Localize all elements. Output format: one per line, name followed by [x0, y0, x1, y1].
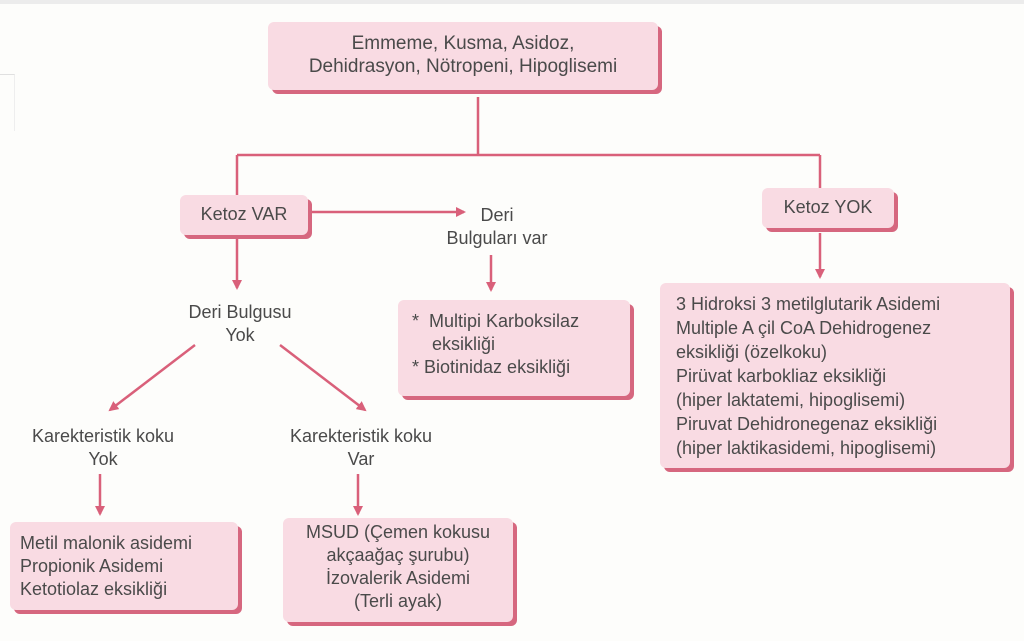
box-line: * Multipi Karboksilaz: [412, 311, 580, 331]
label-line: Yok: [225, 325, 255, 345]
box-line: İzovalerik Asidemi: [325, 568, 471, 588]
box-line: Propionik Asidemi: [20, 556, 164, 576]
box-line: MSUD (Çemen kokusu: [305, 522, 491, 542]
box-line: Ketotiolaz eksikliği: [20, 579, 168, 599]
arrow-to-koku-yok: [108, 344, 196, 412]
label-line: Deri: [480, 205, 514, 225]
box-line: (hiper laktikasidemi, hipoglisemi): [676, 438, 937, 458]
ketoz-yok-result-box: 3 Hidroksi 3 metilglutarik Asidemi Multi…: [660, 283, 1010, 468]
top-edge: [0, 0, 1024, 4]
label-line: Var: [347, 449, 375, 469]
root-line: Emmeme, Kusma, Asidoz,: [351, 33, 575, 54]
koku-yok-result-box: Metil malonik asidemi Propionik Asidemi …: [10, 522, 238, 610]
box-line: eksikliği: [412, 334, 496, 354]
box-line: eksikliği (özelkoku): [676, 342, 828, 362]
root-line: Dehidrasyon, Nötropeni, Hipoglisemi: [308, 56, 618, 77]
label-line: Deri Bulgusu: [188, 302, 292, 322]
ketoz-yok-label: Ketoz YOK: [783, 197, 873, 217]
skin-findings-box: * Multipi Karboksilaz eksikliği * Biotin…: [398, 300, 630, 396]
box-line: Metil malonik asidemi: [20, 533, 193, 553]
deri-bulgulari-var-label: Deri Bulguları var: [420, 204, 574, 250]
box-line: akçaağaç şurubu): [326, 545, 470, 565]
box-line: * Biotinidaz eksikliği: [412, 357, 571, 377]
box-line: (Terli ayak): [353, 591, 442, 611]
side-edge: [0, 74, 15, 131]
ketoz-var-box: Ketoz VAR: [180, 195, 308, 235]
deri-bulgusu-yok-label: Deri Bulgusu Yok: [160, 301, 320, 347]
box-line: Pirüvat karbokliaz eksikliği: [676, 366, 887, 386]
arrow-to-koku-var: [279, 344, 367, 412]
koku-yok-label: Karekteristik koku Yok: [3, 425, 203, 471]
label-line: Karekteristik koku: [31, 426, 175, 446]
box-line: (hiper laktatemi, hipoglisemi): [676, 390, 906, 410]
ketoz-yok-box: Ketoz YOK: [762, 188, 894, 228]
root-symptoms-box: Emmeme, Kusma, Asidoz, Dehidrasyon, Nötr…: [268, 22, 658, 90]
box-line: Multiple A çil CoA Dehidrogenez: [676, 318, 932, 338]
koku-var-result-box: MSUD (Çemen kokusu akçaağaç şurubu) İzov…: [283, 518, 513, 622]
ketoz-var-label: Ketoz VAR: [200, 204, 288, 224]
root-connector: [235, 97, 822, 195]
koku-var-label: Karekteristik koku Var: [261, 425, 461, 471]
box-line: Piruvat Dehidronegenaz eksikliği: [676, 414, 938, 434]
label-line: Bulguları var: [446, 228, 548, 248]
label-line: Yok: [88, 449, 118, 469]
label-line: Karekteristik koku: [289, 426, 433, 446]
box-line: 3 Hidroksi 3 metilglutarik Asidemi: [676, 294, 941, 314]
